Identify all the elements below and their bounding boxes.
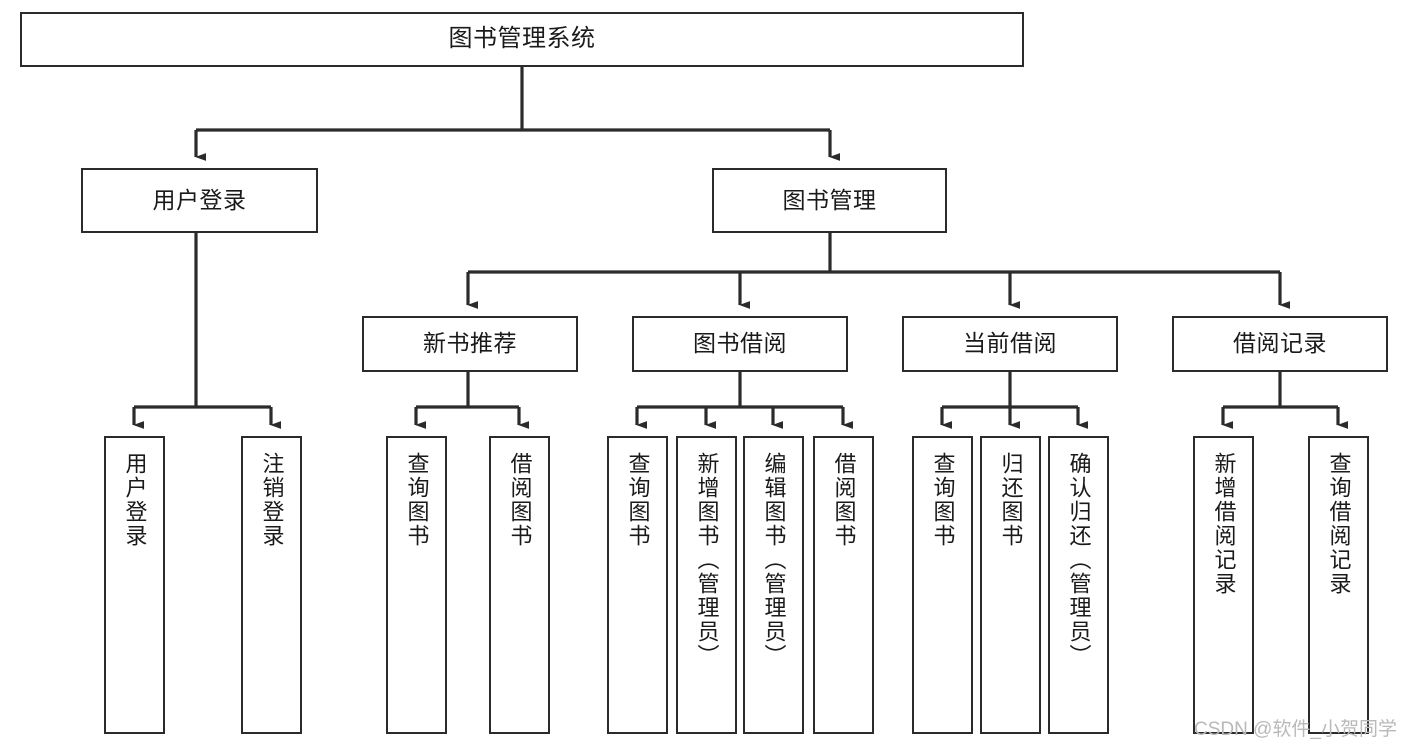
node-leaf-borrow-book-1-label: 借阅图书: [507, 452, 533, 548]
node-leaf-add-book-label: 新增图书（管理员）: [694, 452, 720, 668]
node-leaf-borrow-book-2-label: 借阅图书: [831, 452, 857, 548]
node-new-book-recommend-label: 新书推荐: [423, 330, 517, 357]
node-book-manage-label: 图书管理: [782, 186, 877, 213]
node-leaf-add-record-label: 新增借阅记录: [1211, 452, 1237, 596]
node-leaf-query-book-2-label: 查询图书: [625, 452, 651, 548]
node-leaf-query-book-3[interactable]: 查询图书: [912, 436, 973, 734]
node-user-login-label: 用户登录: [152, 186, 247, 213]
node-leaf-borrow-book-2[interactable]: 借阅图书: [813, 436, 874, 734]
node-leaf-return-book-label: 归还图书: [998, 452, 1024, 548]
node-leaf-query-book-2[interactable]: 查询图书: [607, 436, 668, 734]
node-current-borrow-label: 当前借阅: [963, 330, 1057, 357]
node-book-manage[interactable]: 图书管理: [712, 168, 947, 233]
node-new-book-recommend[interactable]: 新书推荐: [362, 316, 578, 372]
node-leaf-query-record[interactable]: 查询借阅记录: [1308, 436, 1369, 734]
node-root[interactable]: 图书管理系统: [20, 12, 1024, 67]
node-borrow-record-label: 借阅记录: [1233, 330, 1327, 357]
node-leaf-add-book[interactable]: 新增图书（管理员）: [676, 436, 737, 734]
node-borrow-record[interactable]: 借阅记录: [1172, 316, 1388, 372]
node-leaf-query-book-3-label: 查询图书: [930, 452, 956, 548]
node-leaf-query-book-1-label: 查询图书: [404, 452, 430, 548]
node-leaf-user-logout[interactable]: 注销登录: [241, 436, 302, 734]
node-leaf-user-login-label: 用户登录: [122, 452, 148, 548]
node-leaf-add-record[interactable]: 新增借阅记录: [1193, 436, 1254, 734]
watermark-text: CSDN @软件_小贺同学: [1194, 719, 1397, 740]
node-leaf-query-record-label: 查询借阅记录: [1326, 452, 1352, 596]
node-leaf-confirm-return[interactable]: 确认归还（管理员）: [1048, 436, 1109, 734]
node-leaf-user-logout-label: 注销登录: [259, 452, 285, 548]
node-leaf-edit-book-label: 编辑图书（管理员）: [761, 452, 787, 668]
node-leaf-user-login[interactable]: 用户登录: [104, 436, 165, 734]
node-book-borrow[interactable]: 图书借阅: [632, 316, 848, 372]
node-leaf-edit-book[interactable]: 编辑图书（管理员）: [743, 436, 804, 734]
node-user-login[interactable]: 用户登录: [81, 168, 318, 233]
node-book-borrow-label: 图书借阅: [693, 330, 787, 357]
node-leaf-confirm-return-label: 确认归还（管理员）: [1066, 452, 1092, 668]
node-leaf-borrow-book-1[interactable]: 借阅图书: [489, 436, 550, 734]
node-leaf-query-book-1[interactable]: 查询图书: [386, 436, 447, 734]
node-current-borrow[interactable]: 当前借阅: [902, 316, 1118, 372]
node-leaf-return-book[interactable]: 归还图书: [980, 436, 1041, 734]
node-root-label: 图书管理系统: [448, 25, 596, 53]
